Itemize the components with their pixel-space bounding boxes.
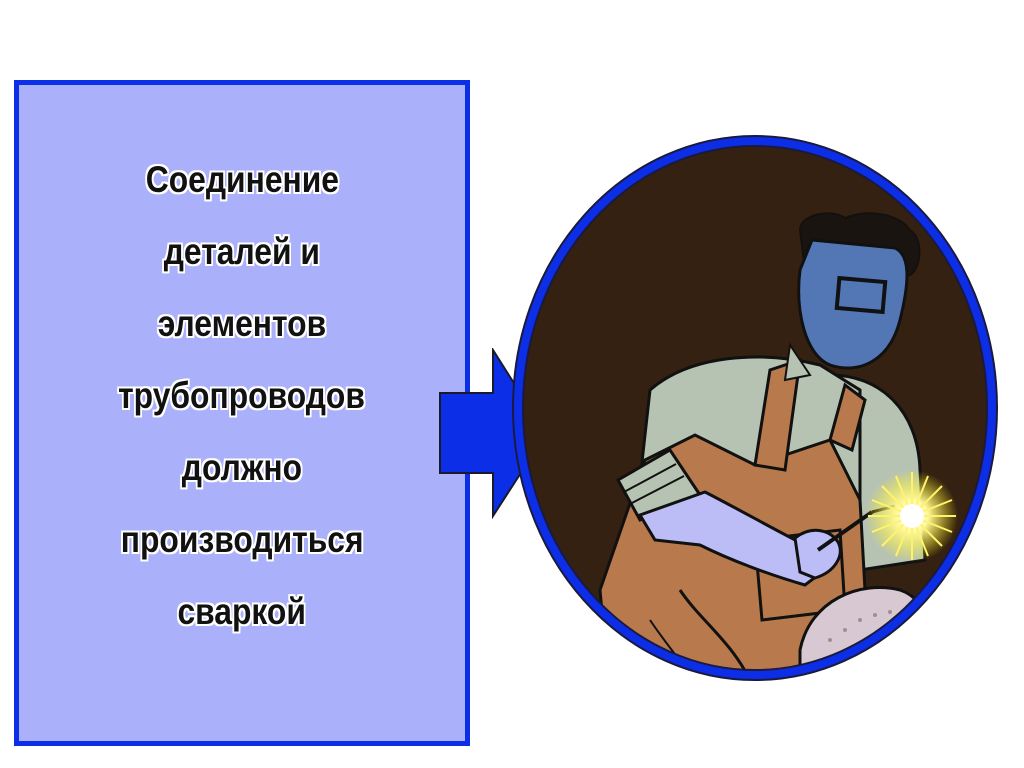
- statement-line: элементов: [157, 303, 327, 344]
- welder-illustration: [512, 135, 998, 681]
- statement-line: производиться: [120, 519, 364, 560]
- statement-line: деталей и: [163, 231, 321, 272]
- welding-mask-icon: [797, 238, 909, 370]
- statement-text: Соединение деталей и элементов трубопров…: [19, 151, 465, 655]
- text-panel: Соединение деталей и элементов трубопров…: [14, 80, 470, 746]
- statement-line: должно: [181, 447, 303, 488]
- statement-line: трубопроводов: [118, 375, 366, 416]
- statement-line: Соединение: [145, 159, 339, 200]
- welding-scene: [523, 146, 987, 670]
- statement-line: сваркой: [177, 591, 307, 632]
